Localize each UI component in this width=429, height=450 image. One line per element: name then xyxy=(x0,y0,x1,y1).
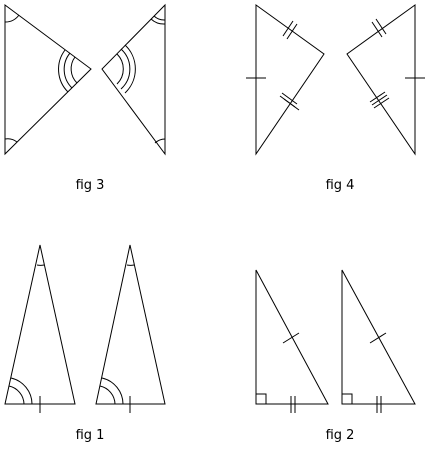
fig3-angle-mark-top-left xyxy=(4,14,20,23)
fig2-group xyxy=(255,269,416,413)
fig4-tick-right-top-1 xyxy=(371,21,383,38)
fig4-left-triangle xyxy=(255,4,325,156)
fig4-tick-right-bottom-1 xyxy=(371,94,388,106)
fig2-tick-hypotenuse-left xyxy=(282,332,300,344)
fig1-angle-mark-base-left-2 xyxy=(10,377,33,405)
fig1-angle-mark-base-right xyxy=(99,385,116,405)
fig4-group xyxy=(246,4,425,156)
fig3-right-triangle xyxy=(101,3,166,156)
fig4-tick-left-bottom-2 xyxy=(281,92,298,105)
fig3-angle-mark-apex-right-2 xyxy=(120,48,131,90)
fig1-group xyxy=(4,244,166,413)
fig3-angle-mark-apex-right xyxy=(116,53,124,85)
fig3-left-triangle xyxy=(4,4,92,156)
fig3-group xyxy=(4,3,166,156)
fig4-tick-right-top-2 xyxy=(375,18,387,35)
fig3-angle-mark-apex-left xyxy=(70,56,78,84)
fig4-caption: fig 4 xyxy=(325,178,355,193)
fig1-angle-mark-base-left xyxy=(8,385,25,405)
fig3-angle-mark-apex-right-3 xyxy=(124,44,136,94)
fig3-angle-mark-apex-left-2 xyxy=(63,52,73,89)
fig3-angle-mark-bottom-right xyxy=(154,138,166,144)
fig2-caption: fig 2 xyxy=(325,428,355,443)
fig1-left-triangle xyxy=(4,244,76,405)
fig3-angle-mark-top-right xyxy=(153,15,166,21)
fig4-tick-right-bottom-3 xyxy=(373,97,390,109)
fig3-angle-mark-top-right-2 xyxy=(150,18,166,25)
fig1-angle-mark-base-right-2 xyxy=(101,377,124,405)
fig4-tick-left-bottom-3 xyxy=(283,98,300,111)
fig4-right-triangle xyxy=(346,4,416,156)
fig4-tick-left-top-2 xyxy=(286,23,298,40)
fig4-tick-left-top-1 xyxy=(282,20,294,37)
fig3-caption: fig 3 xyxy=(75,178,105,193)
fig2-right-angle-mark-right xyxy=(342,393,353,404)
fig1-caption: fig 1 xyxy=(75,428,105,443)
fig3-angle-mark-bottom-left xyxy=(4,138,18,143)
fig4-tick-right-bottom-2 xyxy=(369,91,386,103)
fig2-right-triangle xyxy=(341,269,416,405)
fig1-right-triangle xyxy=(95,244,166,405)
fig2-right-angle-mark-left xyxy=(256,393,267,404)
fig3-angle-mark-apex-left-3 xyxy=(58,49,69,93)
fig2-tick-hypotenuse-right xyxy=(369,332,387,344)
